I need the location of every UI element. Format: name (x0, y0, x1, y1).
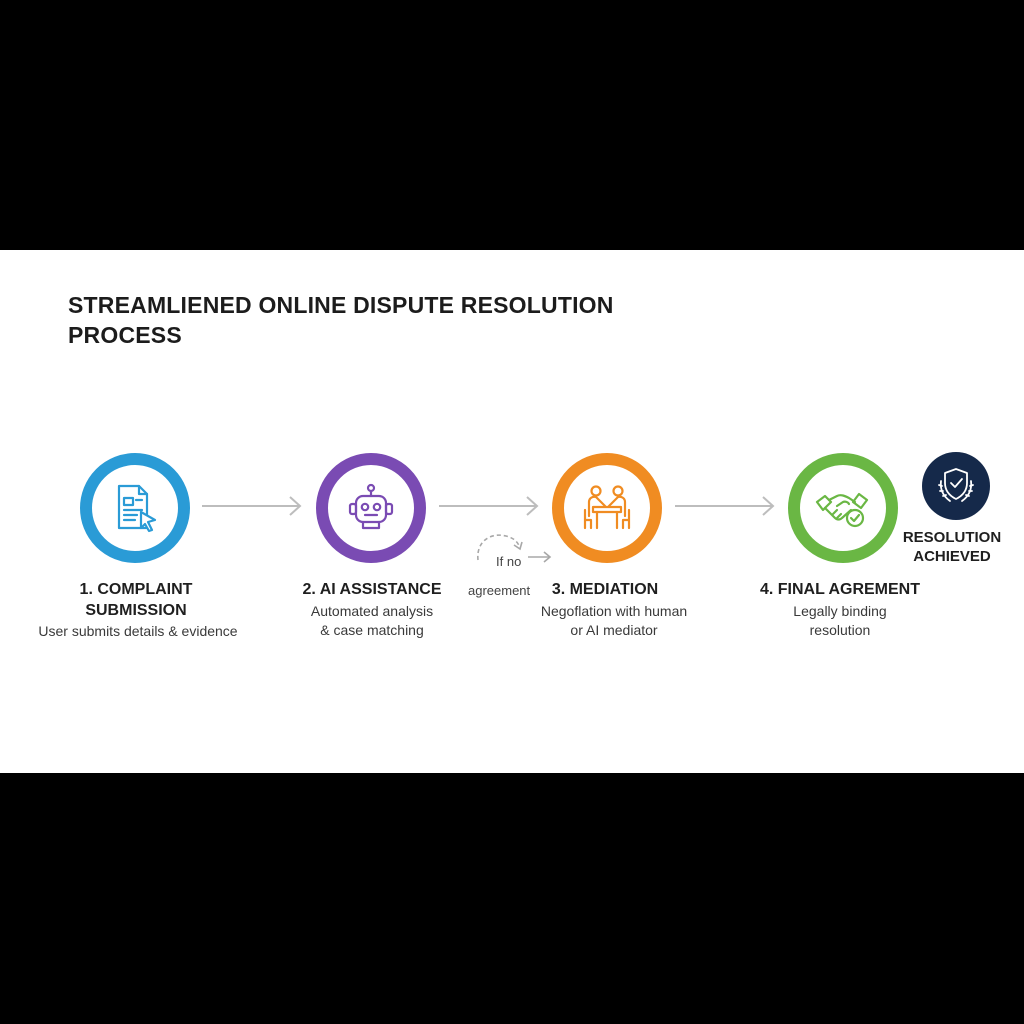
branch-label-line1: If no (496, 554, 522, 569)
resolution-badge (922, 452, 990, 520)
step-3-desc-line2: or AI mediator (570, 622, 658, 638)
step-4-title-line1: 4. FINAL AGREMENT (759, 581, 920, 598)
arrow-3-to-4 (675, 496, 775, 516)
shield-laurel-icon (938, 468, 974, 502)
step-1-desc-line1: User submits details & evidence (38, 623, 238, 639)
step-2-title: 2. AI ASSISTANCE (286, 579, 458, 600)
handshake-check-icon (815, 492, 869, 528)
outcome-label-line1: RESOLUTION (902, 529, 1002, 546)
step-2-ring (316, 453, 426, 563)
step-4-description: Legally binding resolution (770, 602, 910, 640)
arrow-1-to-2 (202, 496, 302, 516)
step-1-ring (80, 453, 190, 563)
robot-icon (348, 483, 394, 530)
branch-label-line2: agreement (468, 583, 531, 598)
step-2-desc-line2: & case matching (320, 622, 424, 638)
diagram-panel: STREAMLIENED ONLINE DISPUTE RESOLUTION P… (0, 250, 1024, 773)
step-2-title-line1: 2. AI ASSISTANCE (302, 581, 442, 598)
outcome-label: RESOLUTION ACHIEVED (900, 528, 1004, 566)
step-3-title-line1: 3. MEDIATION (551, 581, 659, 598)
step-3-title: 3. MEDIATION (530, 579, 680, 600)
step-1-title-line1: 1. COMPLAINT (79, 581, 193, 598)
step-3-description: Negoflation with human or AI mediator (528, 602, 700, 640)
meeting-table-icon (583, 485, 631, 530)
step-1-title-line2: SUBMISSION (85, 602, 187, 619)
step-2-desc-line1: Automated analysis (310, 603, 434, 619)
step-1-title: 1. COMPLAINT SUBMISSION (38, 579, 234, 621)
step-4-desc-line2: resolution (809, 622, 871, 638)
step-1-description: User submits details & evidence (28, 622, 248, 641)
step-4-title: 4. FINAL AGREMENT (750, 579, 930, 600)
diagram-title: STREAMLIENED ONLINE DISPUTE RESOLUTION P… (68, 292, 614, 348)
step-4-desc-line1: Legally binding (793, 603, 887, 619)
document-cursor-icon (117, 484, 157, 533)
step-3-ring (552, 453, 662, 563)
step-4-ring (788, 453, 898, 563)
loop-arrow-icon (477, 534, 552, 563)
arrow-2-to-3 (439, 496, 539, 516)
step-3-desc-line1: Negoflation with human (540, 603, 688, 619)
outcome-label-line2: ACHIEVED (913, 548, 991, 565)
step-2-description: Automated analysis & case matching (292, 602, 452, 640)
